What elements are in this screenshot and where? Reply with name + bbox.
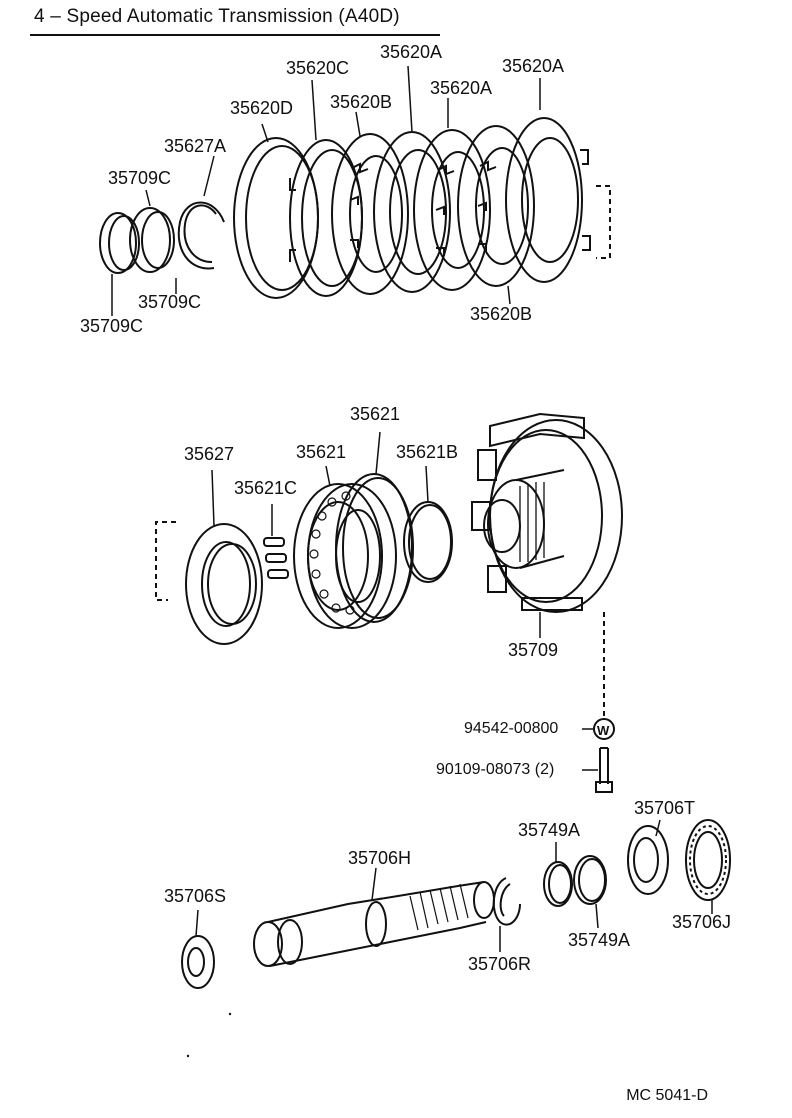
label-35620A-mid: 35620A <box>430 78 493 98</box>
label-94542-00800: 94542-00800 <box>464 720 559 737</box>
leader-lines-middle <box>211 431 541 638</box>
label-35706S: 35706S <box>164 886 227 906</box>
label-90109-08073: 90109-08073 (2) <box>436 761 555 778</box>
snap-ring-35709C-middle <box>129 207 175 273</box>
snap-ring-35627A <box>177 201 225 270</box>
label-35620D: 35620D <box>230 98 294 118</box>
assembly-bracket-top <box>596 185 611 259</box>
bolt-90109-08073 <box>582 747 613 793</box>
label-35706J: 35706J <box>672 912 732 932</box>
piston-35621 <box>293 483 397 629</box>
seal-35627 <box>185 523 263 645</box>
label-35621-top: 35621 <box>350 404 401 424</box>
leader-lines-top <box>111 65 541 316</box>
thrust-washer-35706S <box>181 909 215 989</box>
stray-mark-2 <box>228 1012 232 1016</box>
snap-ring-35709C-front <box>99 212 140 274</box>
label-35620B-bot: 35620B <box>470 304 533 324</box>
diagram-code: MC 5041-D <box>626 1087 708 1104</box>
ring-35620D <box>233 137 319 299</box>
label-35709C-mid: 35709C <box>138 292 202 312</box>
thrust-washer-35706T <box>627 819 669 895</box>
o-ring-35621-large <box>335 473 414 623</box>
seal-ring-35749A-1 <box>543 842 573 907</box>
label-35620C: 35620C <box>286 58 350 78</box>
label-35709C-top: 35709C <box>108 168 172 188</box>
clutch-plate-35620C <box>289 139 363 297</box>
label-35749A-top: 35749A <box>518 820 581 840</box>
shaft-35706H <box>253 867 495 967</box>
label-35706R: 35706R <box>468 954 532 974</box>
washer-symbol: W <box>597 723 610 738</box>
clutch-plate-35620A-1 <box>373 131 451 293</box>
clutch-disc-35620B-rear <box>457 125 535 287</box>
clutch-plate-35620A-3 <box>505 117 591 283</box>
label-35627: 35627 <box>184 444 235 464</box>
label-35749A-bot: 35749A <box>568 930 631 950</box>
label-35621C: 35621C <box>234 478 298 498</box>
washer-94542-00800: W <box>582 718 615 740</box>
label-35621B: 35621B <box>396 442 459 462</box>
label-35621-mid: 35621 <box>296 442 347 462</box>
label-35627A: 35627A <box>164 136 227 156</box>
assembly-bracket-middle <box>155 521 176 601</box>
drum-35709 <box>471 412 623 613</box>
label-35706H: 35706H <box>348 848 412 868</box>
label-35709: 35709 <box>508 640 559 660</box>
label-35620A-top: 35620A <box>380 42 443 62</box>
diagram-title: 4 – Speed Automatic Transmission (A40D) <box>34 6 400 27</box>
label-35620A-right: 35620A <box>502 56 565 76</box>
title-underline <box>30 34 440 36</box>
stray-mark <box>186 1054 190 1058</box>
label-35706T: 35706T <box>634 798 696 818</box>
clutch-plate-35620A-2 <box>413 129 491 291</box>
clutch-disc-35620B-front <box>331 133 409 295</box>
snap-ring-35706R <box>492 877 521 952</box>
springs-35621C <box>263 537 289 579</box>
bearing-35706J <box>685 819 731 914</box>
seal-ring-35749A-2 <box>573 855 607 929</box>
label-35709C-bot: 35709C <box>80 316 144 336</box>
label-35620B-top: 35620B <box>330 92 393 112</box>
